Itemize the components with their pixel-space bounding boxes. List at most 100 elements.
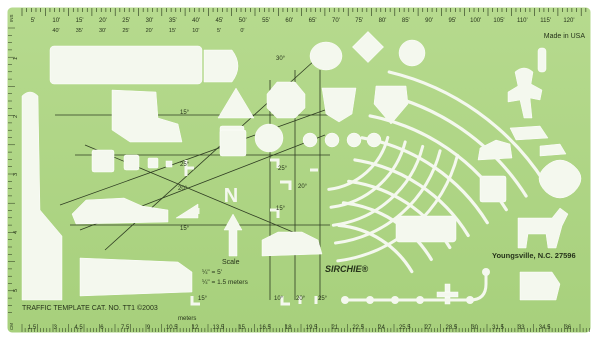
curve-slot — [353, 158, 470, 238]
top-ruler-label: 35' — [169, 18, 177, 24]
octagon-cutout — [266, 81, 306, 119]
bottom-ruler-label: 16.5 — [259, 325, 271, 331]
bottom-ruler-label: 25.5 — [399, 325, 411, 331]
angle-label: 25° — [180, 162, 190, 168]
square-4-cutout — [165, 160, 173, 168]
handle-cutout — [537, 47, 547, 73]
person-cutout — [507, 67, 543, 119]
bottom-ruler-label: 7.5 — [121, 325, 130, 331]
angle-label: 10° — [274, 296, 284, 302]
top-ruler-label: 115' — [540, 18, 551, 24]
left-cm-label: CM — [9, 323, 14, 330]
top-ruler-reverse-label: 25' — [122, 28, 129, 34]
curve-slot — [327, 135, 390, 191]
top-ruler-reverse-label: 15' — [169, 28, 176, 34]
bottom-ruler-label: 9 — [147, 325, 151, 331]
left-unit-label: INS — [9, 14, 14, 22]
long-trailer-cutout — [49, 45, 203, 85]
bottom-ruler-label: 31.5 — [492, 325, 504, 331]
top-ruler-label: 40' — [192, 18, 200, 24]
top-ruler-label: 15' — [76, 18, 84, 24]
corner-marks — [184, 158, 318, 306]
oval-cutout — [309, 41, 343, 71]
angle-label: 25° — [278, 166, 288, 172]
top-ruler-reverse-label: 20' — [146, 28, 153, 34]
bottom-ruler-label: 10.5 — [166, 325, 178, 331]
top-ruler-label: 70' — [332, 18, 340, 24]
cart-cutout — [539, 143, 567, 157]
curve-slot — [368, 114, 508, 212]
bush-cutout — [538, 159, 582, 199]
bottom-ruler-label: 36 — [565, 325, 572, 331]
top-ruler-reverse-label: 30' — [99, 28, 106, 34]
left-ruler-label: 2 — [13, 115, 19, 118]
bottom-ruler-ticks — [21, 324, 590, 332]
truck-cab-cutout — [111, 89, 183, 143]
square-3-cutout — [147, 157, 159, 169]
top-ruler-label: 95' — [448, 18, 456, 24]
top-ruler-label: 45' — [215, 18, 223, 24]
bottom-ruler-label: 3 — [54, 325, 58, 331]
bottom-ruler-label: 28.5 — [446, 325, 458, 331]
road-curve-slots — [327, 70, 547, 274]
small-circle-1-cutout — [302, 132, 318, 148]
tractor-cutout — [519, 271, 561, 301]
angle-label: 15° — [180, 226, 190, 232]
north-letter: N — [224, 185, 238, 207]
top-ruler-label: 100' — [470, 18, 481, 24]
bottom-ruler-label: 12 — [192, 325, 199, 331]
angle-label: 20° — [296, 296, 306, 302]
angle-label: 25° — [318, 296, 328, 302]
angle-label: 15° — [276, 206, 286, 212]
top-ruler-labels: 5'10'15'20'25'30'35'40'45'50'55'60'65'70… — [31, 18, 575, 24]
circle-sign-cutout — [254, 123, 284, 153]
bottom-ruler-label: 34.5 — [539, 325, 551, 331]
brand-logo: SIRCHIE® — [325, 264, 369, 274]
curve-slot — [377, 91, 528, 198]
curve-slot — [337, 223, 414, 274]
bottom-ruler-label: 4.5 — [74, 325, 83, 331]
top-ruler-ticks — [21, 8, 587, 16]
top-ruler-reverse-label: 5' — [217, 28, 221, 34]
left-ruler-label: 4 — [13, 231, 19, 234]
square-1-cutout — [91, 149, 115, 173]
small-circle-2-cutout — [324, 132, 340, 148]
top-ruler-label: 20' — [99, 18, 107, 24]
curve-slot — [336, 153, 459, 263]
horse-cutout — [517, 207, 569, 249]
shield-cutout — [321, 87, 357, 123]
curve-slot — [387, 70, 547, 185]
car-top-view-cutout — [261, 231, 323, 257]
template-plate — [4, 4, 594, 336]
bottom-ruler-label: 22.5 — [352, 325, 364, 331]
bottom-ruler-label: 6 — [100, 325, 104, 331]
bottom-ruler-label: 33 — [518, 325, 525, 331]
made-in-label: Made in USA — [544, 33, 586, 40]
left-ruler-label: 1 — [13, 57, 19, 60]
bottom-ruler-label: 30 — [471, 325, 478, 331]
left-ruler-label: 3 — [13, 173, 19, 176]
top-ruler-label: 120' — [563, 18, 574, 24]
top-ruler-label: 10' — [52, 18, 60, 24]
top-ruler-reverse-label: 0' — [240, 28, 244, 34]
curve-slot — [329, 140, 407, 209]
angle-label: 20° — [178, 186, 188, 192]
curve-slot — [331, 144, 425, 227]
top-ruler-label: 55' — [262, 18, 270, 24]
north-arrow-up-cutout — [223, 213, 243, 257]
bottom-ruler-label: 24 — [378, 325, 385, 331]
scale-line-2: ¼" = 1.5 meters — [202, 279, 249, 286]
bottom-ruler-label: 1.5 — [28, 325, 37, 331]
cross-horizontal-cutout — [436, 291, 459, 298]
square-sign-cutout — [219, 129, 247, 157]
bottom-trailer-cutout — [79, 257, 193, 297]
top-ruler-label: 30' — [146, 18, 154, 24]
bottom-ruler-label: 27 — [425, 325, 432, 331]
small-circle-3-cutout — [346, 132, 362, 148]
bottom-ruler-label: 21 — [332, 325, 339, 331]
curve-slot — [334, 149, 442, 245]
